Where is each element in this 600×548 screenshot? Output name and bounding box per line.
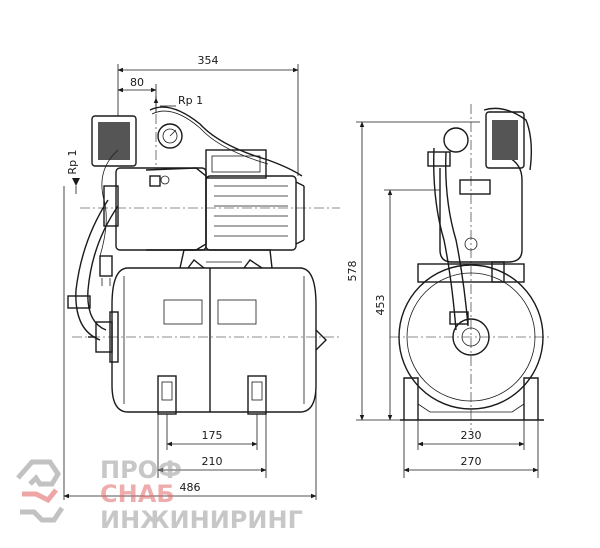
front-base xyxy=(400,377,544,421)
dim-foot-inner-label: 175 xyxy=(202,429,223,442)
port-top-label: Rp 1 xyxy=(178,94,203,107)
pump-body xyxy=(103,167,207,251)
front-hose xyxy=(427,147,505,331)
front-view-dimensions xyxy=(356,121,539,478)
dim-port-offset-label: 80 xyxy=(130,76,144,89)
side-view-dimensions xyxy=(63,64,317,500)
dim-base-outer-label: 270 xyxy=(461,455,482,468)
dim-foot-outer-label: 210 xyxy=(202,455,223,468)
watermark-logo xyxy=(16,459,65,523)
pressure-switch xyxy=(91,106,303,177)
pump-bracket xyxy=(179,249,273,269)
front-view xyxy=(390,104,552,430)
dim-total-height-label: 578 xyxy=(346,261,359,282)
dim-overall-width-label: 354 xyxy=(198,54,219,67)
watermark-line2: СНАБ xyxy=(100,480,175,508)
watermark-line1: ПРОФ xyxy=(100,456,182,484)
pressure-tank xyxy=(111,267,327,413)
dim-base-inner-label: 230 xyxy=(461,429,482,442)
tank-feet xyxy=(157,375,267,415)
front-pump xyxy=(439,107,533,263)
side-view xyxy=(67,96,340,415)
hose xyxy=(67,149,119,341)
watermark-line3: ИНЖИНИРИНГ xyxy=(100,506,303,534)
pump-motor xyxy=(205,149,305,251)
dim-total-length-label: 486 xyxy=(180,481,201,494)
port-side-label: Rp 1 xyxy=(66,149,79,174)
dim-axis-height-label: 453 xyxy=(374,295,387,316)
